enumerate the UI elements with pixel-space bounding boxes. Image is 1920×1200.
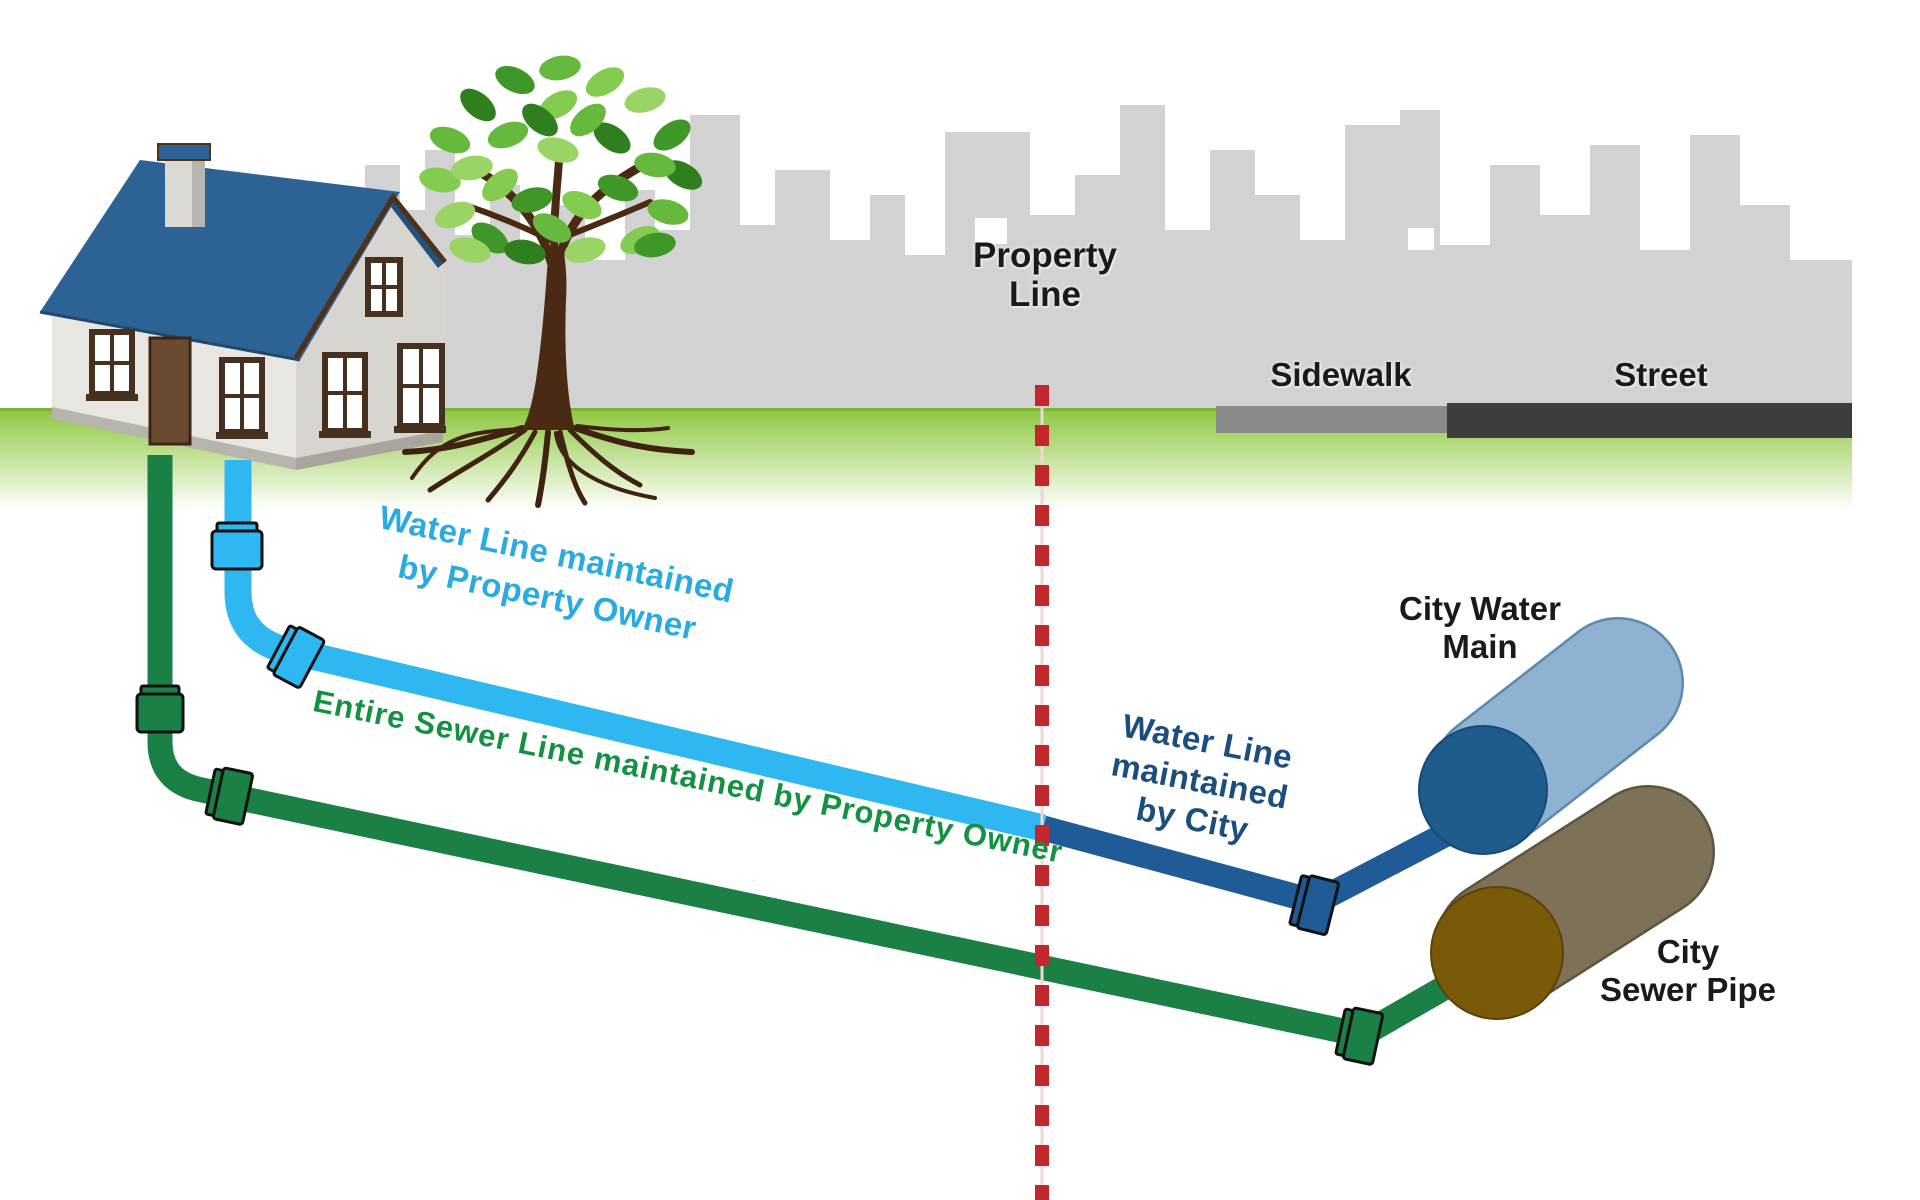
- skyline-window: [975, 218, 1007, 244]
- tree-canopy: [419, 55, 703, 265]
- house-roof: [40, 160, 400, 360]
- sidewalk-label: Sidewalk: [1270, 356, 1412, 393]
- city-water-main-cylinder: [1418, 617, 1684, 855]
- skyline-window: [1408, 228, 1434, 250]
- roof-trim: [39, 310, 301, 362]
- house: [39, 143, 447, 470]
- house-roof-edge: [388, 196, 445, 268]
- tree-roots: [402, 424, 695, 508]
- chimney: [157, 143, 211, 227]
- street-band: [1447, 403, 1852, 438]
- house-door: [148, 336, 192, 446]
- sidewalk-band: [1216, 406, 1447, 433]
- property-line-label: Property Line: [973, 236, 1117, 315]
- tree-trunk: [522, 254, 575, 430]
- house-windows: [86, 257, 446, 439]
- city-sewer-pipe-label: City Sewer Pipe: [1599, 933, 1777, 1009]
- sewer-line-pipe: [147, 455, 1489, 1048]
- city-sewer-pipe-cylinder: [1430, 785, 1715, 1020]
- house-foundation: [296, 428, 443, 470]
- city-skyline-silhouette: [330, 105, 1852, 408]
- roof-trim: [293, 192, 447, 360]
- tree: [402, 55, 703, 508]
- street-label: Street: [1614, 356, 1708, 393]
- city-water-main-label: City Water Main: [1399, 590, 1561, 666]
- pipe-couplings: [135, 521, 1384, 1066]
